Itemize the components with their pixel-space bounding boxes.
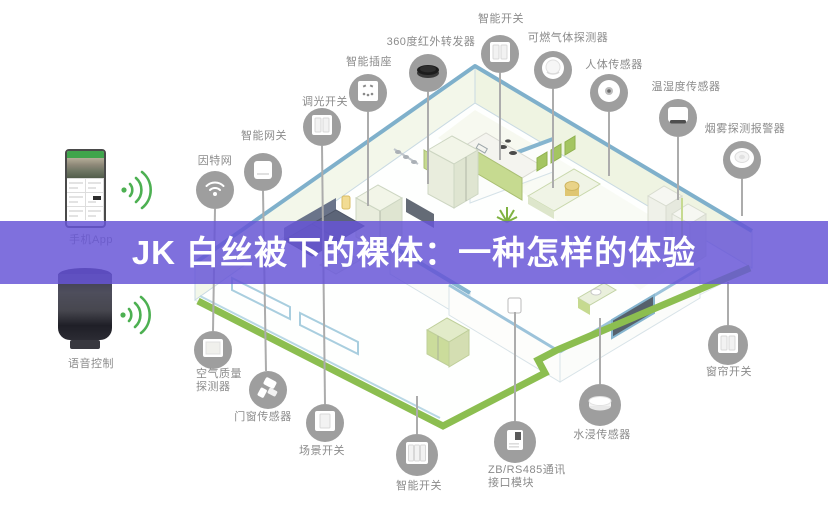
device-label-smart-switch-top: 智能开关 <box>478 13 524 25</box>
device-label-smart-socket: 智能插座 <box>346 56 392 68</box>
storage-cabinet <box>425 317 471 368</box>
phone-app-photo <box>67 158 104 178</box>
wifi-signal-icon <box>120 295 151 335</box>
scene-switch-icon <box>314 410 336 437</box>
ir-repeater-icon <box>415 62 441 85</box>
smart-socket-icon <box>357 80 379 107</box>
device-node-dimmer-switch <box>303 108 341 146</box>
device-node-body-sensor <box>590 74 628 112</box>
device-node-air-quality-detector <box>194 331 232 369</box>
speaker-label: 语音控制 <box>68 358 114 370</box>
temp-humidity-sensor-icon <box>667 106 689 131</box>
device-label-smart-switch-bottom: 智能开关 <box>396 480 442 492</box>
device-node-door-window-sensor <box>249 371 287 409</box>
device-node-gas-detector <box>534 51 572 89</box>
bathroom-counter <box>577 282 617 315</box>
device-node-water-sensor <box>579 384 621 426</box>
device-label-gas-detector: 可燃气体探测器 <box>527 32 609 44</box>
device-label-scene-switch: 场景开关 <box>299 445 345 457</box>
dimmer-switch-icon <box>311 114 333 141</box>
title-overlay-band: JK 白丝被下的裸体：一种怎样的体验 <box>0 221 828 284</box>
device-node-ir-repeater <box>409 54 447 92</box>
floor-edge-green <box>196 264 752 430</box>
door-window-sensor-icon <box>256 376 280 405</box>
device-node-smart-switch-top <box>481 35 519 73</box>
overlay-title: JK 白丝被下的裸体：一种怎样的体验 <box>131 234 697 271</box>
body-sensor-icon <box>597 79 621 108</box>
device-node-smart-socket <box>349 74 387 112</box>
device-node-smart-switch-bottom <box>396 434 438 476</box>
device-label-zb-rs485-module: ZB/RS485通讯 接口模块 <box>488 464 566 489</box>
device-label-gateway: 智能网关 <box>241 130 287 142</box>
device-node-temp-humidity-sensor <box>659 99 697 137</box>
zb-rs485-module-icon <box>505 428 525 457</box>
wifi-signal-icon <box>121 170 152 210</box>
device-label-smoke-alarm: 烟雾探测报警器 <box>704 123 786 135</box>
device-node-zb-rs485-module <box>494 421 536 463</box>
device-label-internet: 因特网 <box>197 155 233 167</box>
device-label-ir-repeater: 360度红外转发器 <box>386 36 476 48</box>
water-sensor-icon <box>587 394 613 417</box>
device-node-gateway <box>244 153 282 191</box>
smoke-alarm-icon <box>729 146 755 175</box>
smart-switch-bottom-icon <box>405 441 429 470</box>
device-node-curtain-switch <box>708 325 748 365</box>
device-node-smoke-alarm <box>723 141 761 179</box>
curtain-switch-icon <box>717 332 739 359</box>
wall-cap <box>193 64 754 265</box>
phone-app-grid <box>67 178 104 220</box>
phone-app-header <box>67 151 104 158</box>
device-label-body-sensor: 人体传感器 <box>585 59 643 71</box>
device-label-door-window-sensor: 门窗传感器 <box>234 411 292 423</box>
device-node-internet <box>196 171 234 209</box>
tv <box>406 198 434 228</box>
phone-mockup <box>65 149 106 228</box>
device-label-temp-humidity-sensor: 温湿度传感器 <box>651 81 721 93</box>
gas-detector-icon <box>541 56 565 85</box>
device-label-air-quality-detector: 空气质量 探测器 <box>196 368 242 393</box>
gateway-icon <box>252 159 274 186</box>
device-label-dimmer-switch: 调光开关 <box>302 96 348 108</box>
smart-switch-top-icon <box>489 41 511 68</box>
air-quality-detector-icon <box>202 337 224 364</box>
device-label-curtain-switch: 窗帘开关 <box>706 366 752 378</box>
device-node-scene-switch <box>306 404 344 442</box>
internet-icon <box>203 177 227 204</box>
device-label-water-sensor: 水浸传感器 <box>573 429 631 441</box>
